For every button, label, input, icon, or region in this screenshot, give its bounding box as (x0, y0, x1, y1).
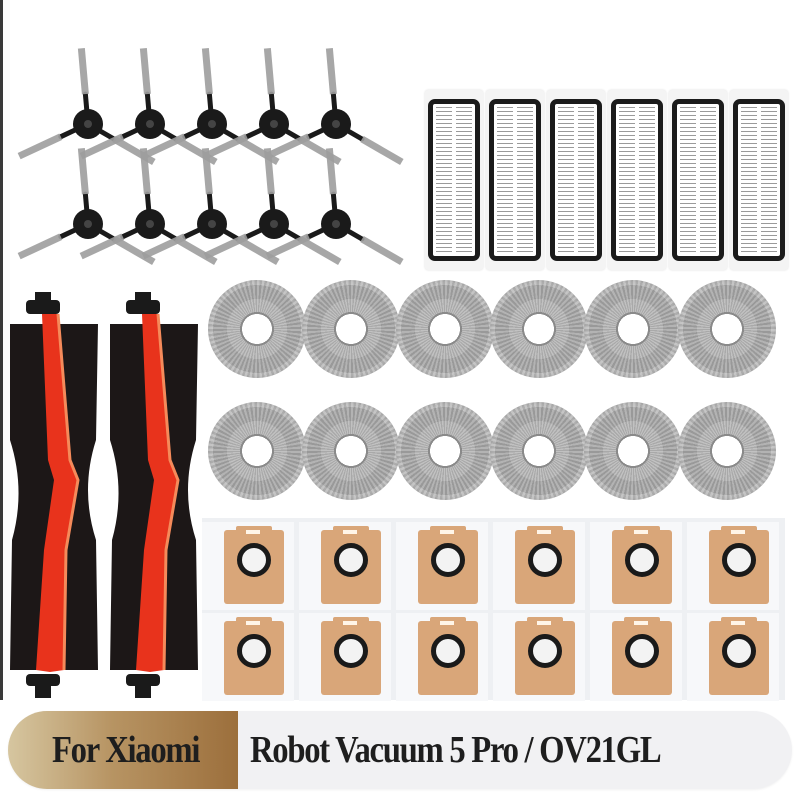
dust-bag-cell (299, 613, 391, 701)
mop-pad-icon (302, 280, 400, 378)
banner-brand-section: For Xiaomi (8, 711, 238, 789)
dust-bag-cell (202, 613, 294, 701)
side-brush-icon (79, 47, 220, 194)
banner-model-section: Robot Vacuum 5 Pro / OV21GL (238, 711, 792, 789)
dust-bag-icon (418, 526, 478, 604)
dust-bag-icon (612, 526, 672, 604)
dust-bag-icon (321, 526, 381, 604)
mop-pad-icon (208, 402, 306, 500)
dust-bag-icon (321, 617, 381, 695)
roller-brush-icon (108, 290, 198, 700)
image-border (0, 0, 3, 700)
dust-bag-cell (396, 522, 488, 610)
dust-bag-cell (299, 522, 391, 610)
dust-bag-cell (687, 522, 779, 610)
dust-bag-cell (590, 613, 682, 701)
side-brush-icon (141, 147, 282, 294)
dust-bag-group (202, 518, 785, 701)
side-brush-icon (79, 147, 220, 294)
mop-pad-icon (302, 402, 400, 500)
hepa-filter-icon (486, 90, 544, 270)
mop-pad-icon (584, 402, 682, 500)
side-brush-icon (265, 47, 406, 194)
dust-bag-icon (224, 617, 284, 695)
side-brush-icon (17, 47, 158, 194)
roller-brush-icon (8, 290, 98, 700)
dust-bag-cell (590, 522, 682, 610)
side-brush-icon (203, 147, 344, 294)
hepa-filter-icon (425, 90, 483, 270)
dust-bag-icon (709, 617, 769, 695)
dust-bag-cell (687, 613, 779, 701)
dust-bag-icon (612, 617, 672, 695)
dust-bag-cell (493, 522, 585, 610)
mop-pad-icon (678, 280, 776, 378)
hepa-filter-icon (669, 90, 727, 270)
banner-model-text: Robot Vacuum 5 Pro / OV21GL (250, 729, 662, 771)
mop-pad-icon (584, 280, 682, 378)
side-brush-icon (265, 147, 406, 294)
dust-bag-cell (396, 613, 488, 701)
dust-bag-icon (418, 617, 478, 695)
hepa-filter-icon (547, 90, 605, 270)
hepa-filter-icon (608, 90, 666, 270)
dust-bag-icon (224, 526, 284, 604)
mop-pad-icon (208, 280, 306, 378)
dust-bag-icon (709, 526, 769, 604)
mop-pad-icon (396, 280, 494, 378)
mop-pad-icon (490, 402, 588, 500)
side-brush-icon (17, 147, 158, 294)
mop-pad-icon (678, 402, 776, 500)
dust-bag-cell (202, 522, 294, 610)
mop-pad-icon (490, 280, 588, 378)
dust-bag-icon (515, 526, 575, 604)
compatibility-banner: For Xiaomi Robot Vacuum 5 Pro / OV21GL (8, 711, 792, 789)
hepa-filter-icon (730, 90, 788, 270)
dust-bag-icon (515, 617, 575, 695)
mop-pad-icon (396, 402, 494, 500)
banner-brand-text: For Xiaomi (52, 729, 200, 771)
dust-bag-cell (493, 613, 585, 701)
side-brush-icon (203, 47, 344, 194)
